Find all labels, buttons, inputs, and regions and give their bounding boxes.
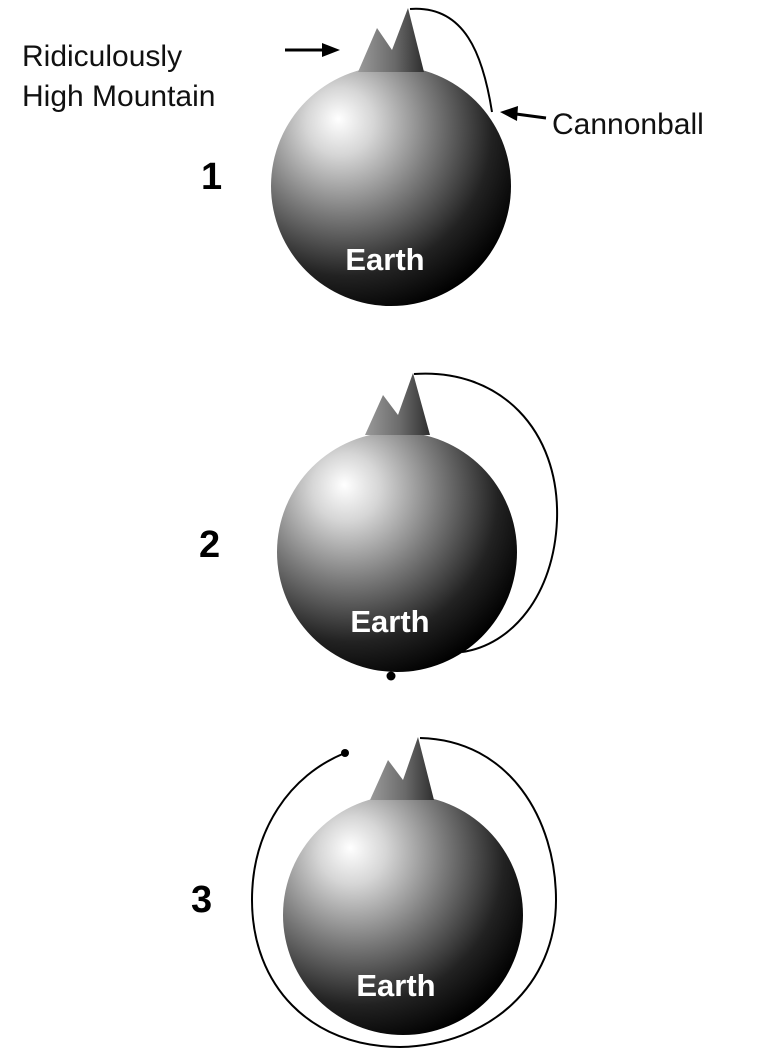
panel-3: 3 Earth <box>191 737 558 1049</box>
mountain-label-line-2: High Mountain <box>22 80 215 113</box>
earth-label: Earth <box>356 968 435 1003</box>
cannonball <box>386 671 396 681</box>
cannonball-trajectory <box>250 737 558 1049</box>
mountain <box>370 737 434 800</box>
cannonball-label: Cannonball <box>552 108 704 141</box>
mountain-label-line-1: Ridiculously <box>22 40 182 73</box>
earth-sphere <box>271 66 511 306</box>
panel-2: 2 Earth <box>199 372 559 681</box>
earth-label: Earth <box>350 604 429 639</box>
earth-sphere <box>277 432 517 672</box>
panel-1: Ridiculously High Mountain Cannonball 1 … <box>22 7 704 306</box>
cannonball-trajectory <box>409 7 493 113</box>
earth-label: Earth <box>345 242 424 277</box>
cannonball-arrow <box>500 106 547 121</box>
panel-number: 3 <box>191 879 212 921</box>
cannonball-trajectory <box>413 372 559 653</box>
mountain <box>358 8 424 72</box>
mountain <box>365 373 430 435</box>
panel-number: 1 <box>201 156 222 198</box>
earth-sphere <box>283 795 523 1035</box>
mountain-arrow <box>285 43 340 57</box>
cannonball <box>341 749 349 757</box>
panel-number: 2 <box>199 524 220 566</box>
